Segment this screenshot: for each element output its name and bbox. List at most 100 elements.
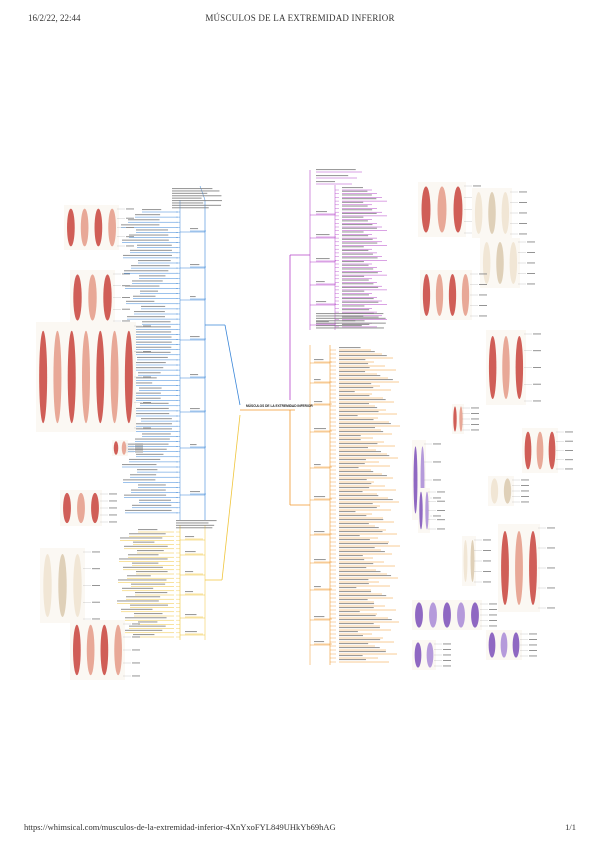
- anatomy-image-gluteal: [472, 188, 527, 238]
- anatomy-image-leg-muscle: [58, 554, 67, 617]
- orange-leaf-text: [339, 623, 374, 625]
- gold-leaf-text: [138, 529, 158, 531]
- anatomy-image-foot-plantar-muscle: [488, 632, 496, 658]
- purple-leaf-text: [342, 246, 364, 248]
- anatomy-image-foot-small-leader-label: [437, 500, 445, 502]
- anatomy-image-hip-posterior: [418, 182, 481, 237]
- anatomy-image-foot-plantar-leader-label: [529, 639, 537, 640]
- blue-leaf-text: [130, 249, 172, 251]
- gold-leaf-text: [117, 600, 159, 602]
- anatomy-image-foot-muscle: [73, 624, 81, 676]
- blue-intro-paragraph: [172, 204, 222, 206]
- orange-leaf-text: [339, 567, 367, 569]
- anatomy-image-leg-leader-label: [92, 618, 100, 620]
- anatomy-image-calf-leader-label: [565, 468, 573, 470]
- anatomy-image-foot-small-muscle: [419, 491, 423, 530]
- page-number: 1/1: [565, 822, 576, 832]
- anatomy-image-leg-nerve-leader-label: [433, 461, 441, 463]
- orange-leaf-text: [339, 431, 384, 433]
- anatomy-image-pelvis-leader-label: [527, 262, 535, 264]
- orange-leaf-text: [339, 499, 393, 501]
- anatomy-image-leg-side-leader-label: [483, 539, 491, 541]
- purple-hub-label-text: [316, 301, 327, 303]
- orange-leaf-text: [339, 379, 393, 381]
- anatomy-image-gluteal-muscles: [420, 270, 487, 320]
- anatomy-image-foot-row-muscle: [471, 602, 479, 628]
- orange-hub-label-text: [314, 464, 321, 466]
- blue-leaf-text: [123, 479, 156, 481]
- anatomy-image-thigh-large-muscle: [124, 330, 133, 424]
- purple-intro-line-text: [316, 169, 356, 171]
- anatomy-image-thigh-muscle: [73, 274, 82, 321]
- anatomy-image-knee-leader-label: [109, 514, 117, 516]
- orange-leaf-text: [339, 383, 372, 385]
- orange-leaf-text: [339, 635, 363, 637]
- blue-leaf-text: [129, 346, 172, 348]
- purple-leaf-text: [342, 268, 374, 270]
- anatomy-image-foot-small-leader-label: [437, 528, 445, 530]
- orange-leaf-text: [339, 367, 370, 369]
- anatomy-image-foot-leader-label: [132, 636, 140, 638]
- orange-leaf-text: [339, 531, 383, 533]
- gold-leaf-text: [135, 592, 168, 594]
- anatomy-image-lower-leg-muscle: [488, 336, 497, 399]
- anatomy-image-lower-leg-leader-label: [533, 333, 541, 335]
- anatomy-image-cross-section-leader-label: [135, 449, 143, 451]
- anatomy-image-foot-small: [418, 488, 445, 533]
- orange-leaf-text: [339, 631, 358, 633]
- orange-leaf-text: [339, 447, 368, 449]
- anatomy-image-small-leg-muscle: [459, 406, 463, 432]
- blue-leaf-text: [135, 326, 171, 328]
- blue-leaf-text: [121, 224, 160, 226]
- blue-leaf-text: [142, 209, 162, 211]
- orange-intro-paragraph: [316, 317, 386, 319]
- blue-leaf-text: [131, 377, 157, 379]
- gold-hub-label-text: [185, 614, 197, 616]
- blue-leaf-text: [130, 474, 157, 476]
- orange-leaf-text: [339, 407, 378, 409]
- blue-leaf-text: [132, 280, 163, 282]
- gold-leaf-text: [133, 634, 155, 636]
- orange-leaf-text: [339, 651, 386, 653]
- blue-leaf-text: [132, 392, 161, 394]
- anatomy-image-gluteal-muscles-leader-label: [479, 294, 487, 296]
- anatomy-image-foot-row-muscle: [457, 602, 465, 628]
- blue-leaf-text: [140, 402, 169, 404]
- orange-leaf-text: [339, 435, 361, 437]
- gold-intro-paragraph: [176, 520, 217, 522]
- orange-leaf-text: [339, 355, 387, 357]
- purple-leaf-text: [342, 261, 364, 263]
- blue-leaf-text: [125, 509, 172, 511]
- anatomy-image-leg-nerve-leader-label: [433, 515, 441, 517]
- purple-leaf-text: [342, 194, 372, 196]
- orange-leaf-text: [339, 599, 368, 601]
- center-node[interactable]: MÚSCULOS DE LA EXTREMIDAD INFERIOR: [246, 403, 313, 408]
- orange-leaf-text: [339, 519, 384, 521]
- anatomy-image-calf-muscle: [548, 431, 556, 470]
- blue-leaf-text: [140, 290, 159, 292]
- anatomy-image-pelvis-leader-label: [527, 252, 535, 253]
- anatomy-image-foot: [70, 620, 140, 680]
- anatomy-image-thigh-leader-label: [122, 273, 130, 275]
- blue-leaf-text: [137, 244, 172, 246]
- anatomy-image-gluteal-muscles-muscle: [448, 274, 457, 316]
- blue-leaf-text: [135, 214, 161, 216]
- anatomy-image-foot-plantar-muscle: [500, 632, 508, 658]
- orange-leaf-text: [339, 511, 356, 513]
- blue-hub-label-text: [190, 264, 200, 266]
- purple-leaf-text: [342, 187, 363, 189]
- orange-leaf-text: [339, 595, 387, 597]
- orange-leaf-text: [339, 411, 379, 413]
- blue-leaf-text: [136, 453, 164, 455]
- orange-hub-label-text: [314, 531, 325, 533]
- anatomy-image-foot-row-leader-label: [489, 609, 497, 610]
- orange-intro-paragraph: [316, 313, 384, 315]
- orange-leaf-text: [339, 639, 381, 641]
- blue-intro-paragraph: [172, 190, 220, 192]
- mindmap-branches: [117, 170, 400, 665]
- anatomy-image-lower-leg-large-leader-label: [547, 527, 555, 529]
- blue-hub-label-text: [190, 336, 200, 338]
- orange-leaf-text: [339, 575, 392, 577]
- anatomy-image-small-leg-leader-label: [471, 418, 479, 420]
- print-datetime: 16/2/22, 22:44: [28, 13, 81, 23]
